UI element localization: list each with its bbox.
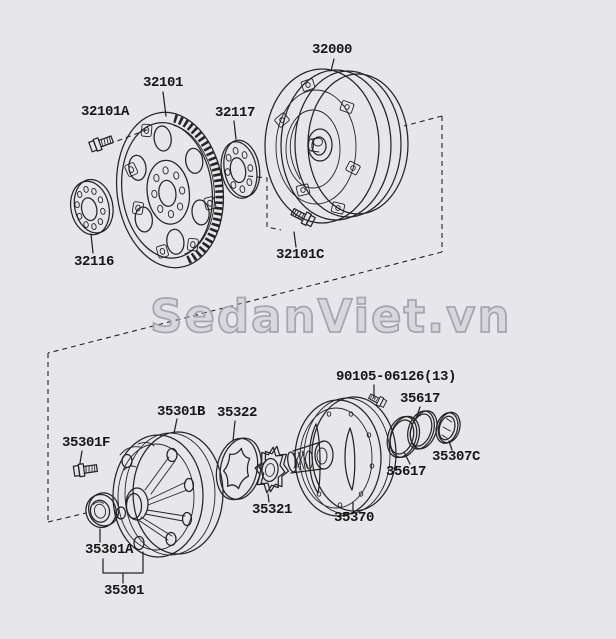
part-label-35321: 35321 [252, 502, 293, 518]
part-label-35301: 35301 [104, 583, 145, 599]
drive-gear-drawing [215, 437, 262, 501]
drive-plate-drawing [115, 111, 225, 269]
seal-ring-drawing [435, 411, 461, 444]
part-label-32116: 32116 [74, 254, 115, 270]
driven-sprocket-drawing [254, 445, 290, 494]
spacer-drawing [69, 178, 114, 236]
oil-seal-drawing [85, 492, 120, 529]
part-label-32101C: 32101C [276, 247, 325, 263]
part-label-35617-bottom: 35617 [386, 464, 427, 480]
part-label-35370: 35370 [334, 510, 375, 526]
oring-rear-drawing [407, 410, 438, 450]
front-plate-drawing [220, 139, 261, 199]
oil-pump-body-drawing [112, 431, 224, 558]
part-label-32101A: 32101A [81, 104, 130, 120]
part-label-35301B: 35301B [157, 404, 206, 420]
converter-bolt-icon [289, 205, 317, 229]
part-label-35322: 35322 [217, 405, 258, 421]
part-label-35617-top: 35617 [400, 391, 441, 407]
part-label-35301F: 35301F [62, 435, 111, 451]
part-label-32000: 32000 [312, 42, 353, 58]
hidden-plane-dashes [47, 115, 443, 523]
oring-front-drawing [386, 415, 421, 459]
part-label-35301A: 35301A [85, 542, 134, 558]
part-label-90105-06126: 90105-06126(13) [336, 369, 457, 385]
leader-lines [79, 58, 453, 584]
pump-cover-drawing [287, 396, 397, 517]
part-label-32101: 32101 [143, 75, 184, 91]
drive-plate-bolt-icon [87, 132, 115, 154]
torque-converter-drawing [264, 68, 409, 224]
part-label-32117: 32117 [215, 105, 256, 121]
watermark-text: SedanViet.vn [149, 290, 512, 343]
pump-bolt-icon [72, 461, 99, 479]
part-label-35307C: 35307C [432, 449, 481, 465]
